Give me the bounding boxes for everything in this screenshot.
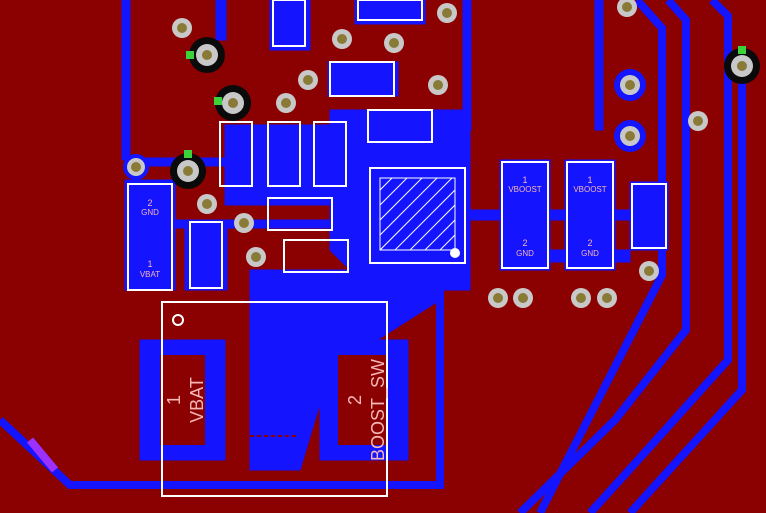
cap-b-gnd-label: GND (581, 249, 599, 258)
silk-ic-outline[interactable] (369, 167, 466, 264)
silk-r4[interactable] (367, 109, 433, 143)
cap-b-vboost-label: VBOOST (573, 185, 606, 194)
via[interactable] (428, 75, 448, 95)
via[interactable] (332, 29, 352, 49)
silk-r1[interactable] (272, 0, 306, 47)
cap-a-pin2-label: 2 (522, 238, 527, 248)
silk-labels: 2 GND 1 VBAT 1 VBOOST 2 GND 1 VBOOST 2 G… (140, 175, 607, 461)
cap-vbat-gnd-label: GND (141, 208, 159, 217)
copper-pour-top[interactable] (269, 0, 311, 51)
cap-vbat-pin1-label: 1 (147, 259, 152, 269)
ic-thermal-pad[interactable] (370, 170, 470, 260)
via[interactable] (384, 33, 404, 53)
trace-right-4[interactable] (536, 0, 666, 513)
via[interactable] (617, 0, 637, 17)
silkscreen-layer (127, 0, 667, 497)
silk-cap-vboost-a[interactable] (501, 161, 549, 269)
bottom-copper-layer (0, 0, 746, 513)
via[interactable] (197, 194, 217, 214)
trace-left-vertical[interactable] (121, 0, 131, 161)
via[interactable] (172, 18, 192, 38)
silk-c5[interactable] (631, 183, 667, 249)
cap-vbat-vbat-label: VBAT (140, 270, 160, 279)
vias (123, 0, 760, 308)
silk-pin1-marker (172, 314, 184, 326)
trace-bottom-left[interactable] (0, 270, 444, 489)
via[interactable] (513, 288, 533, 308)
via[interactable] (639, 261, 659, 281)
via[interactable] (298, 70, 318, 90)
cap-a-gnd-label: GND (516, 249, 534, 258)
inductor-pin2-label: 2 (345, 395, 365, 405)
copper-cap-c[interactable] (629, 181, 669, 251)
ic-pin1-dot (450, 248, 460, 258)
via[interactable] (246, 247, 266, 267)
silk-r6[interactable] (283, 239, 349, 273)
trace-right-1[interactable] (517, 0, 690, 513)
via[interactable] (276, 93, 296, 113)
via[interactable] (614, 69, 646, 101)
silk-r3[interactable] (329, 61, 395, 97)
copper-left-cap[interactable] (124, 179, 176, 291)
silk-c2[interactable] (267, 121, 301, 187)
inductor-pin1-label: 1 (164, 395, 184, 405)
silk-c4[interactable] (189, 221, 223, 289)
drc-error-marker[interactable] (26, 437, 59, 473)
inductor-vbat-label: VBAT (187, 377, 207, 423)
via-highlighted[interactable] (170, 150, 206, 189)
via[interactable] (234, 213, 254, 233)
silk-r2[interactable] (357, 0, 423, 21)
via[interactable] (614, 120, 646, 152)
trace-short-vertical[interactable] (215, 0, 227, 41)
pad-clearances (160, 355, 388, 445)
via[interactable] (571, 288, 591, 308)
silk-c1[interactable] (219, 121, 253, 187)
silk-cap-vbat[interactable] (127, 183, 173, 291)
silk-r5[interactable] (267, 197, 333, 231)
inductor-boost-sw-label: BOOST_SW (368, 359, 389, 461)
trace-right-3[interactable] (627, 60, 746, 513)
silk-c3[interactable] (313, 121, 347, 187)
silk-inductor-outline[interactable] (161, 301, 388, 497)
trace-right-vertical[interactable] (594, 0, 604, 131)
via[interactable] (123, 154, 149, 180)
via[interactable] (688, 111, 708, 131)
silk-cap-vboost-b[interactable] (566, 161, 614, 269)
via-highlighted[interactable] (214, 85, 251, 121)
via[interactable] (437, 3, 457, 23)
trace-right-2[interactable] (587, 0, 732, 513)
copper-pour-small[interactable] (327, 61, 399, 97)
copper-left-cap-2[interactable] (184, 219, 228, 291)
via[interactable] (597, 288, 617, 308)
via-highlighted[interactable] (186, 37, 225, 73)
via[interactable] (488, 288, 508, 308)
cap-b-pin2-label: 2 (587, 238, 592, 248)
cap-a-pin1-label: 1 (522, 175, 527, 185)
cap-vbat-pin2-label: 2 (147, 198, 152, 208)
copper-pour-top-left[interactable] (224, 124, 356, 206)
cap-a-vboost-label: VBOOST (508, 185, 541, 194)
via-highlighted[interactable] (724, 46, 760, 84)
cap-b-pin1-label: 1 (587, 175, 592, 185)
